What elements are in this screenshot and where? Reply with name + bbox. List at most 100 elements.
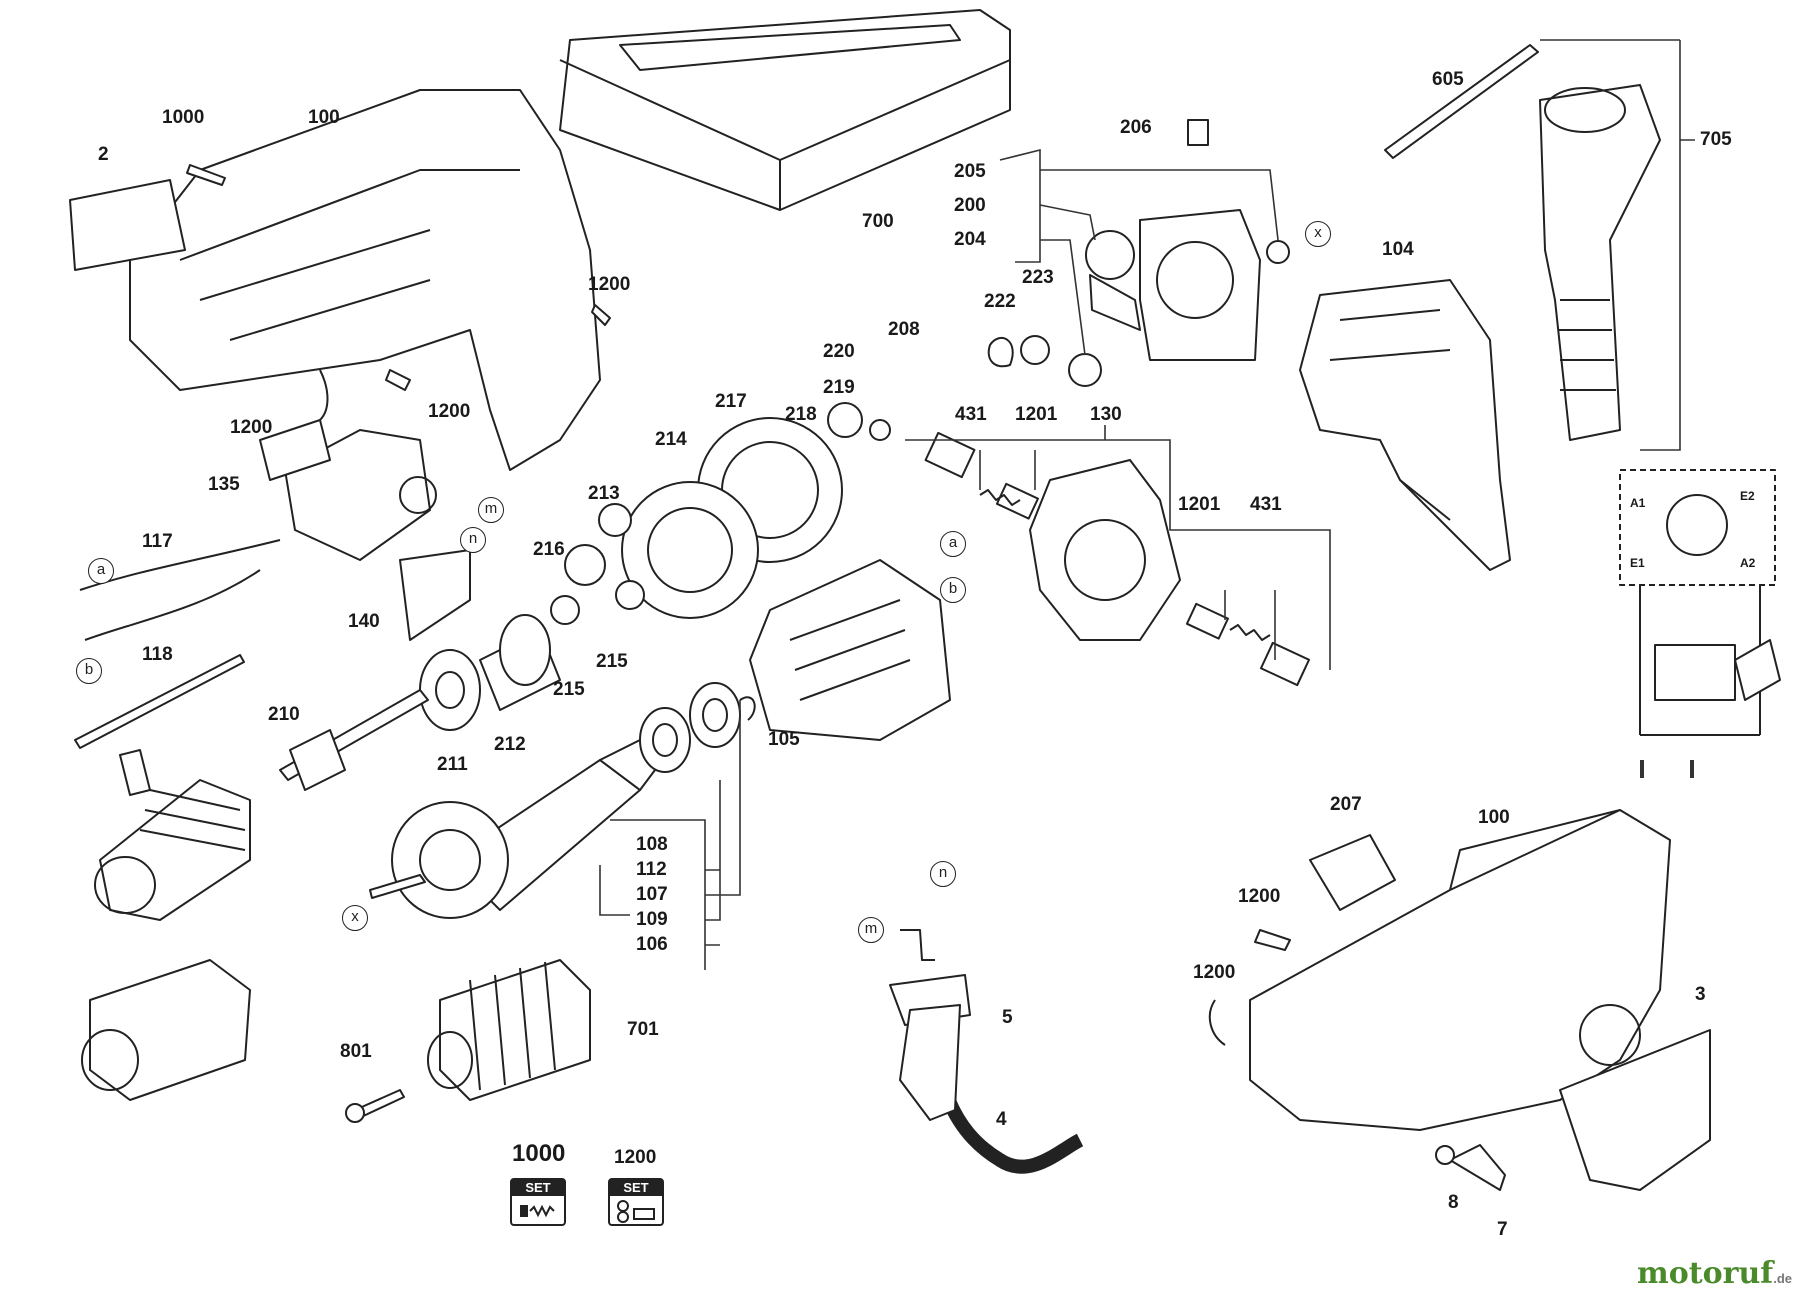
set-number: 1000 bbox=[512, 1140, 566, 1167]
part-label: 207 bbox=[1330, 794, 1362, 815]
set-number: 1200 bbox=[614, 1147, 657, 1168]
part-label: 1201 bbox=[1015, 404, 1058, 425]
part-label: 213 bbox=[588, 483, 620, 504]
part-label: 214 bbox=[655, 429, 687, 450]
set-badge-text: SET bbox=[512, 1180, 564, 1196]
side-handle bbox=[1539, 84, 1661, 441]
screw bbox=[186, 164, 226, 186]
assembled-housing bbox=[1249, 809, 1671, 1131]
part-label: 108 bbox=[636, 834, 668, 855]
brush-holder bbox=[1029, 459, 1181, 641]
set-badge: SET bbox=[608, 1178, 664, 1226]
connector-marker: x bbox=[1305, 221, 1331, 247]
rear-cover bbox=[1559, 1029, 1711, 1191]
part-label: 100 bbox=[1478, 807, 1510, 828]
part-label: 1201 bbox=[1178, 494, 1221, 515]
fan bbox=[391, 801, 509, 919]
part-label: 705 bbox=[1700, 129, 1732, 150]
part-label: 219 bbox=[823, 377, 855, 398]
rear-handle-housing bbox=[1299, 279, 1511, 571]
pin-set-icon bbox=[617, 1200, 655, 1223]
part-label: 1000 bbox=[162, 107, 205, 128]
chuck-key bbox=[74, 654, 245, 749]
part-label: 222 bbox=[984, 291, 1016, 312]
part-label: 206 bbox=[1120, 117, 1152, 138]
connector-marker: b bbox=[940, 577, 966, 603]
wire bbox=[84, 569, 261, 641]
part-label: 431 bbox=[955, 404, 987, 425]
part-label: 217 bbox=[715, 391, 747, 412]
part-label: 3 bbox=[1695, 984, 1706, 1005]
part-label: 801 bbox=[340, 1041, 372, 1062]
part-label: 109 bbox=[636, 909, 668, 930]
part-label: 1200 bbox=[1238, 886, 1281, 907]
watermark-brand: motoruf bbox=[1637, 1256, 1774, 1291]
part-label: 211 bbox=[437, 754, 468, 775]
part-label: 140 bbox=[348, 611, 380, 632]
part-label: 100 bbox=[308, 107, 340, 128]
part-label: 431 bbox=[1250, 494, 1282, 515]
terminal-label: E2 bbox=[1740, 489, 1755, 503]
connector-marker: n bbox=[930, 861, 956, 887]
part-label: 4 bbox=[996, 1109, 1007, 1130]
part-label: 135 bbox=[208, 474, 240, 495]
part-label: 210 bbox=[268, 704, 300, 725]
part-label: 218 bbox=[785, 404, 817, 425]
brush-plate bbox=[1139, 209, 1261, 361]
part-label: 216 bbox=[533, 539, 565, 560]
gear-medium bbox=[621, 481, 759, 619]
part-label: 212 bbox=[494, 734, 526, 755]
set-badge-text: SET bbox=[610, 1180, 662, 1196]
part-label: 605 bbox=[1432, 69, 1464, 90]
part-label: 1200 bbox=[428, 401, 471, 422]
part-label: 701 bbox=[627, 1019, 659, 1040]
connector-marker: m bbox=[858, 917, 884, 943]
connector-marker: x bbox=[342, 905, 368, 931]
connector-marker: b bbox=[76, 658, 102, 684]
part-label: 215 bbox=[553, 679, 585, 700]
part-label: 104 bbox=[1382, 239, 1414, 260]
part-label: 223 bbox=[1022, 267, 1054, 288]
part-label: 7 bbox=[1497, 1219, 1508, 1240]
housing-left-half bbox=[129, 89, 601, 471]
part-label: 208 bbox=[888, 319, 920, 340]
screw-set-icon bbox=[520, 1204, 555, 1218]
part-label: 1200 bbox=[1193, 962, 1236, 983]
part-label: 117 bbox=[142, 531, 173, 552]
watermark-suffix: .de bbox=[1773, 1271, 1792, 1286]
part-label: 700 bbox=[862, 211, 894, 232]
part-label: 1200 bbox=[230, 417, 273, 438]
part-label: 2 bbox=[98, 144, 109, 165]
drill-chuck bbox=[99, 779, 251, 921]
part-label: 107 bbox=[636, 884, 668, 905]
part-label: 220 bbox=[823, 341, 855, 362]
part-label: 118 bbox=[142, 644, 173, 665]
part-label: 112 bbox=[636, 859, 667, 880]
keyless-chuck bbox=[89, 959, 251, 1101]
connector-marker: a bbox=[940, 531, 966, 557]
connector-marker: a bbox=[88, 558, 114, 584]
label-sheet bbox=[69, 179, 186, 271]
keyless-chuck-701 bbox=[439, 959, 591, 1101]
part-label: 205 bbox=[954, 161, 986, 182]
terminal-label: A1 bbox=[1630, 496, 1646, 510]
part-label: 105 bbox=[768, 729, 800, 750]
part-label: 215 bbox=[596, 651, 628, 672]
terminal-label: E1 bbox=[1630, 556, 1645, 570]
connector-marker: m bbox=[478, 497, 504, 523]
set-badge: SET bbox=[510, 1178, 566, 1226]
part-label: 8 bbox=[1448, 1192, 1459, 1213]
rod bbox=[1384, 44, 1539, 159]
part-label: 1200 bbox=[588, 274, 631, 295]
part-label: 130 bbox=[1090, 404, 1122, 425]
watermark: motoruf.de bbox=[1637, 1256, 1792, 1291]
terminal-label: A2 bbox=[1740, 556, 1756, 570]
connector-marker: n bbox=[460, 527, 486, 553]
part-label: 204 bbox=[954, 229, 986, 250]
tool-case bbox=[559, 9, 1011, 211]
part-label: 5 bbox=[1002, 1007, 1013, 1028]
part-label: 200 bbox=[954, 195, 986, 216]
part-label: 106 bbox=[636, 934, 668, 955]
